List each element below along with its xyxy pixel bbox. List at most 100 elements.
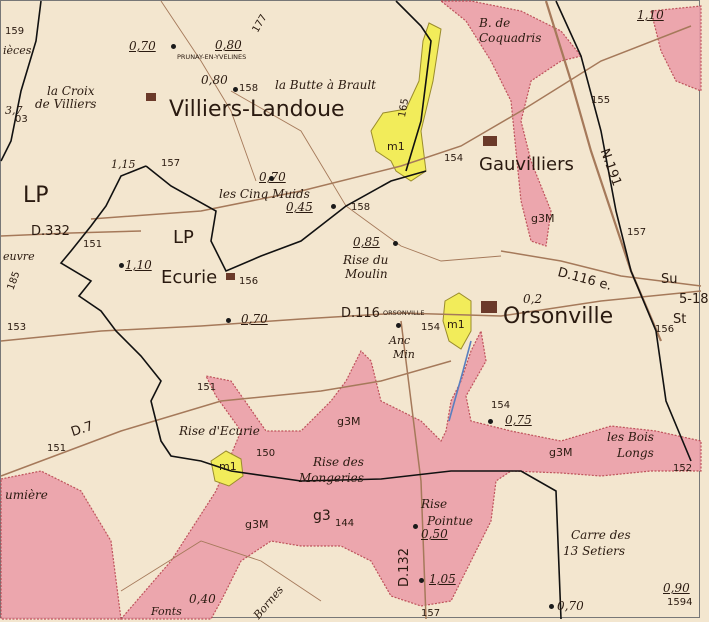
locality-rise-pointue-1: Rise bbox=[421, 497, 448, 511]
value-02: 0,2 bbox=[523, 292, 543, 306]
value-070-south: 0,70 bbox=[557, 599, 584, 613]
boundary-east bbox=[555, 0, 692, 462]
elev-157-villiers: 157 bbox=[161, 158, 181, 169]
locality-b-de-1: B. de bbox=[479, 16, 511, 30]
elev-152: 152 bbox=[673, 463, 693, 474]
elev-156-east: 156 bbox=[655, 324, 675, 335]
elev-154-gauvilliers: 154 bbox=[444, 153, 464, 164]
place-ecurie: Ecurie bbox=[161, 267, 218, 288]
boundary-north bbox=[395, 0, 432, 172]
dot-8 bbox=[396, 323, 401, 328]
elev-1594: 1594 bbox=[667, 597, 693, 608]
locality-rise-ecurie: Rise d'Ecurie bbox=[179, 424, 260, 438]
road-local-3 bbox=[120, 540, 322, 602]
road-local-2 bbox=[160, 0, 257, 182]
unit-m1-south: m1 bbox=[219, 460, 237, 473]
place-gauvilliers: Gauvilliers bbox=[479, 154, 574, 175]
locality-rise-moulin-1: Rise du bbox=[343, 253, 389, 267]
commune-orsonville: ORSONVILLE bbox=[383, 309, 425, 317]
value-110-ne: 1,10 bbox=[637, 8, 664, 22]
elev-159: 159 bbox=[5, 26, 25, 37]
alluvium-north-valley bbox=[439, 0, 583, 247]
locality-rise-pointue-2: Pointue bbox=[427, 514, 474, 528]
elev-157-south: 157 bbox=[421, 608, 441, 619]
locality-pieces: ièces bbox=[3, 44, 32, 57]
unit-g3m-south: g3M bbox=[245, 518, 269, 531]
stream bbox=[448, 340, 472, 422]
boundary-central bbox=[145, 165, 427, 273]
boundary-south bbox=[230, 470, 562, 620]
value-040: 0,40 bbox=[189, 592, 216, 606]
dot-11 bbox=[419, 578, 424, 583]
dot-9 bbox=[488, 419, 493, 424]
m1-patches bbox=[210, 22, 472, 487]
dot-5 bbox=[393, 241, 398, 246]
boundary-northwest bbox=[0, 0, 42, 162]
locality-st: St bbox=[673, 312, 687, 327]
road-label-d332: D.332 bbox=[31, 224, 70, 239]
road-d116 bbox=[0, 290, 702, 342]
elev-155: 155 bbox=[591, 95, 611, 106]
elev-151-d7: 151 bbox=[47, 443, 67, 454]
unit-m1-north: m1 bbox=[387, 140, 405, 153]
place-villiers-landoue: Villiers-Landoue bbox=[169, 97, 345, 122]
locality-bois-longs-2: Longs bbox=[617, 446, 654, 460]
elev-150: 150 bbox=[256, 448, 276, 459]
locality-cinq-muids: les Cinq Muids bbox=[219, 187, 310, 201]
locality-anc: Anc bbox=[389, 334, 411, 347]
village-gauvilliers bbox=[483, 136, 497, 146]
road-diagonal-north bbox=[90, 25, 692, 220]
elev-153: 153 bbox=[7, 322, 27, 333]
place-orsonville: Orsonville bbox=[503, 304, 614, 329]
dot-7 bbox=[226, 318, 231, 323]
value-105: 1,05 bbox=[429, 572, 456, 586]
dot-4 bbox=[331, 204, 336, 209]
elev-156-ecurie: 156 bbox=[239, 276, 259, 287]
dot-6 bbox=[119, 263, 124, 268]
commune-prunay: PRUNAY-EN-YVELINES bbox=[177, 53, 247, 61]
value-070-nw: 0,70 bbox=[129, 39, 156, 53]
unit-lp-west: LP bbox=[23, 183, 49, 208]
elev-157-east: 157 bbox=[627, 227, 647, 238]
locality-bois-longs-1: les Bois bbox=[607, 430, 654, 444]
elev-154-south: 154 bbox=[491, 400, 511, 411]
locality-sucie: Su bbox=[661, 272, 678, 287]
road-label-d132: D.132 bbox=[396, 548, 412, 587]
road-d116e bbox=[500, 250, 702, 287]
m1-north-patch bbox=[370, 22, 442, 182]
locality-de-villiers: de Villiers bbox=[35, 97, 97, 111]
value-080-prunay: 0,80 bbox=[215, 38, 242, 52]
locality-rise-mongeries-2: Mongeries bbox=[299, 471, 364, 485]
value-050: 0,50 bbox=[421, 527, 448, 541]
dot-12 bbox=[549, 604, 554, 609]
dot-1 bbox=[171, 44, 176, 49]
elev-158-center: 158 bbox=[351, 202, 371, 213]
locality-coquadris: Coquadris bbox=[479, 31, 542, 45]
elev-151-west: 151 bbox=[83, 239, 103, 250]
unit-g3m-north: g3M bbox=[531, 212, 555, 225]
m1-south-patch bbox=[210, 450, 244, 487]
elev-03: 03 bbox=[15, 114, 28, 125]
locality-rise-mongeries-1: Rise des bbox=[313, 455, 364, 469]
value-080-villiers: 0,80 bbox=[201, 73, 228, 87]
dot-3 bbox=[269, 176, 274, 181]
unit-m1-orsonville: m1 bbox=[447, 318, 465, 331]
value-37: 3,7 bbox=[5, 104, 23, 117]
unit-g3: g3 bbox=[313, 508, 331, 524]
boundary-west bbox=[59, 165, 232, 472]
road-local-1 bbox=[230, 90, 502, 262]
road-diagonal-south bbox=[0, 360, 452, 477]
value-085: 0,85 bbox=[353, 235, 380, 249]
value-070-cinq: 0,70 bbox=[259, 170, 286, 184]
value-075: 0,75 bbox=[505, 413, 532, 427]
road-label-518: 5-18 bbox=[679, 292, 709, 307]
value-045: 0,45 bbox=[286, 200, 313, 214]
road-label-d116: D.116 bbox=[341, 306, 380, 321]
commune-boundaries bbox=[0, 0, 692, 620]
locality-butte-a-brault: la Butte à Brault bbox=[275, 78, 376, 92]
unit-g3m-center: g3M bbox=[337, 415, 361, 428]
value-110-ecurie: 1,10 bbox=[125, 258, 152, 272]
